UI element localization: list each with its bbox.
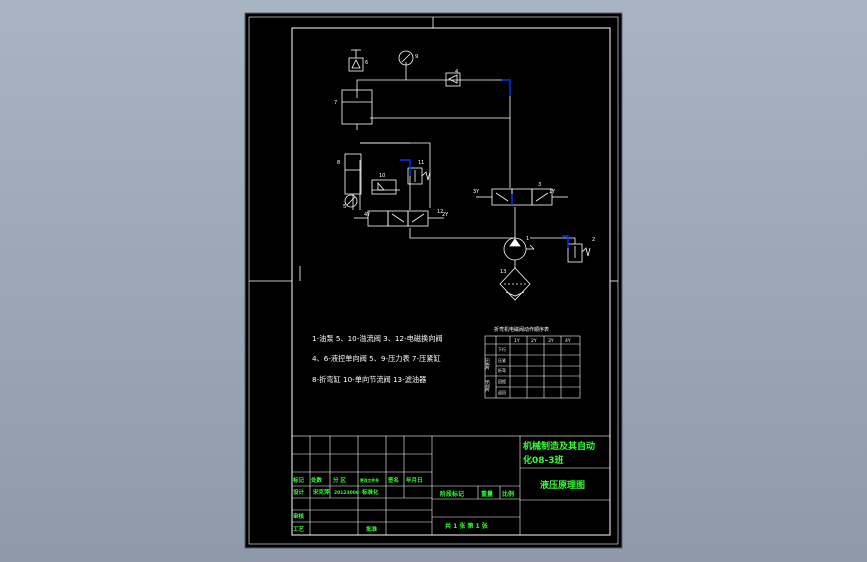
mark-col-1: 标记 — [292, 476, 305, 484]
component-legend: 1-油泵 5、10-溢流阀 3、12-电磁换向阀 4、6-液控单向阀 5、9-压… — [312, 334, 443, 384]
component-callouts: 1 2 3 4 5 6 7 8 9 10 11 12 13 3Y 1Y 4Y 2… — [334, 54, 595, 275]
filter-13 — [499, 267, 531, 301]
action-table-text: 折弯机电磁阀动作顺序表 1Y 2Y 3Y 4Y 下行 压紧 折弯 回程 返回 压… — [485, 326, 571, 395]
solenoid-2y: 2Y — [442, 212, 449, 218]
weight-label: 重量 — [481, 490, 493, 498]
callout-3: 3 — [538, 182, 541, 188]
col-2y: 2Y — [531, 338, 537, 344]
legend-line-1: 1-油泵 5、10-溢流阀 3、12-电磁换向阀 — [312, 334, 443, 343]
throttle-check-valve-10 — [371, 179, 397, 195]
legend-line-3: 8-折弯缸 10-单向节流阀 13-滤油器 — [312, 375, 426, 384]
mark-col-3: 分 区 — [333, 476, 346, 484]
mark-col-5: 签名 — [387, 476, 399, 484]
callout-8: 8 — [337, 160, 340, 166]
approve-label: 批准 — [366, 525, 378, 533]
col-4y: 4Y — [565, 338, 571, 344]
sheets-text: 共 1 张 第 1 张 — [445, 522, 489, 530]
student-id: 20123006 — [334, 490, 359, 496]
mark-col-4: 更改文件号 — [360, 478, 379, 483]
highlight-segments — [400, 79, 569, 248]
title-block — [291, 435, 611, 536]
callout-6: 6 — [365, 60, 368, 66]
group-label-2: 折弯缸 — [485, 380, 491, 392]
callout-5: 5 — [343, 204, 346, 210]
outer-border — [248, 16, 619, 545]
callout-4: 4 — [455, 69, 458, 75]
callout-13: 13 — [500, 269, 506, 275]
title-block-text: 机械制造及其自动 化08-3班 液压原理图 标记 处数 分 区 更改文件号 签名… — [292, 440, 595, 533]
callout-1: 1 — [526, 236, 529, 242]
solenoid-3y: 3Y — [473, 189, 480, 195]
scale-label: 比例 — [502, 490, 514, 498]
legend-line-2: 4、6-液控单向阀 5、9-压力表 7-压紧缸 — [312, 354, 441, 363]
row-label-1: 下行 — [498, 346, 506, 352]
hydraulic-schematic — [341, 49, 591, 301]
centering-marks — [249, 17, 618, 282]
mark-col-6: 年月日 — [406, 476, 423, 484]
solenoid-1y: 1Y — [549, 189, 556, 195]
callout-12: 12 — [437, 209, 443, 215]
pressure-gauge-5 — [344, 194, 358, 208]
callout-9: 9 — [415, 54, 418, 60]
row-label-4: 回程 — [498, 378, 506, 384]
row-label-2: 压紧 — [498, 357, 506, 363]
row-label-3: 折弯 — [498, 367, 506, 373]
callout-11: 11 — [418, 160, 424, 166]
group-label-1: 压紧缸 — [485, 358, 491, 370]
standardize-label: 标准化 — [361, 488, 379, 496]
drawing-sheet — [244, 12, 623, 549]
pilot-check-valve-4 — [445, 72, 461, 87]
row-label-5: 返回 — [498, 389, 506, 395]
designer-label: 设计 — [293, 488, 305, 496]
designer-name: 宋克萍 — [312, 488, 330, 496]
drawing-name: 液压原理图 — [540, 479, 585, 491]
pressure-gauge-9 — [398, 50, 414, 66]
col-3y: 3Y — [548, 338, 554, 344]
callout-10: 10 — [379, 173, 385, 179]
solenoid-4y: 4Y — [364, 212, 371, 218]
org-line-1: 机械制造及其自动 — [523, 440, 595, 452]
callout-2: 2 — [592, 237, 595, 243]
action-table — [484, 335, 581, 399]
stage-label: 阶段标记 — [440, 490, 464, 498]
callout-7: 7 — [334, 100, 337, 106]
relief-valve-2 — [567, 243, 583, 263]
process-label: 工艺 — [293, 525, 305, 533]
action-table-title: 折弯机电磁阀动作顺序表 — [494, 326, 549, 333]
review-label: 审核 — [293, 512, 305, 520]
org-line-2: 化08-3班 — [523, 454, 564, 466]
mark-col-2: 处数 — [310, 476, 323, 484]
col-1y: 1Y — [514, 338, 520, 344]
